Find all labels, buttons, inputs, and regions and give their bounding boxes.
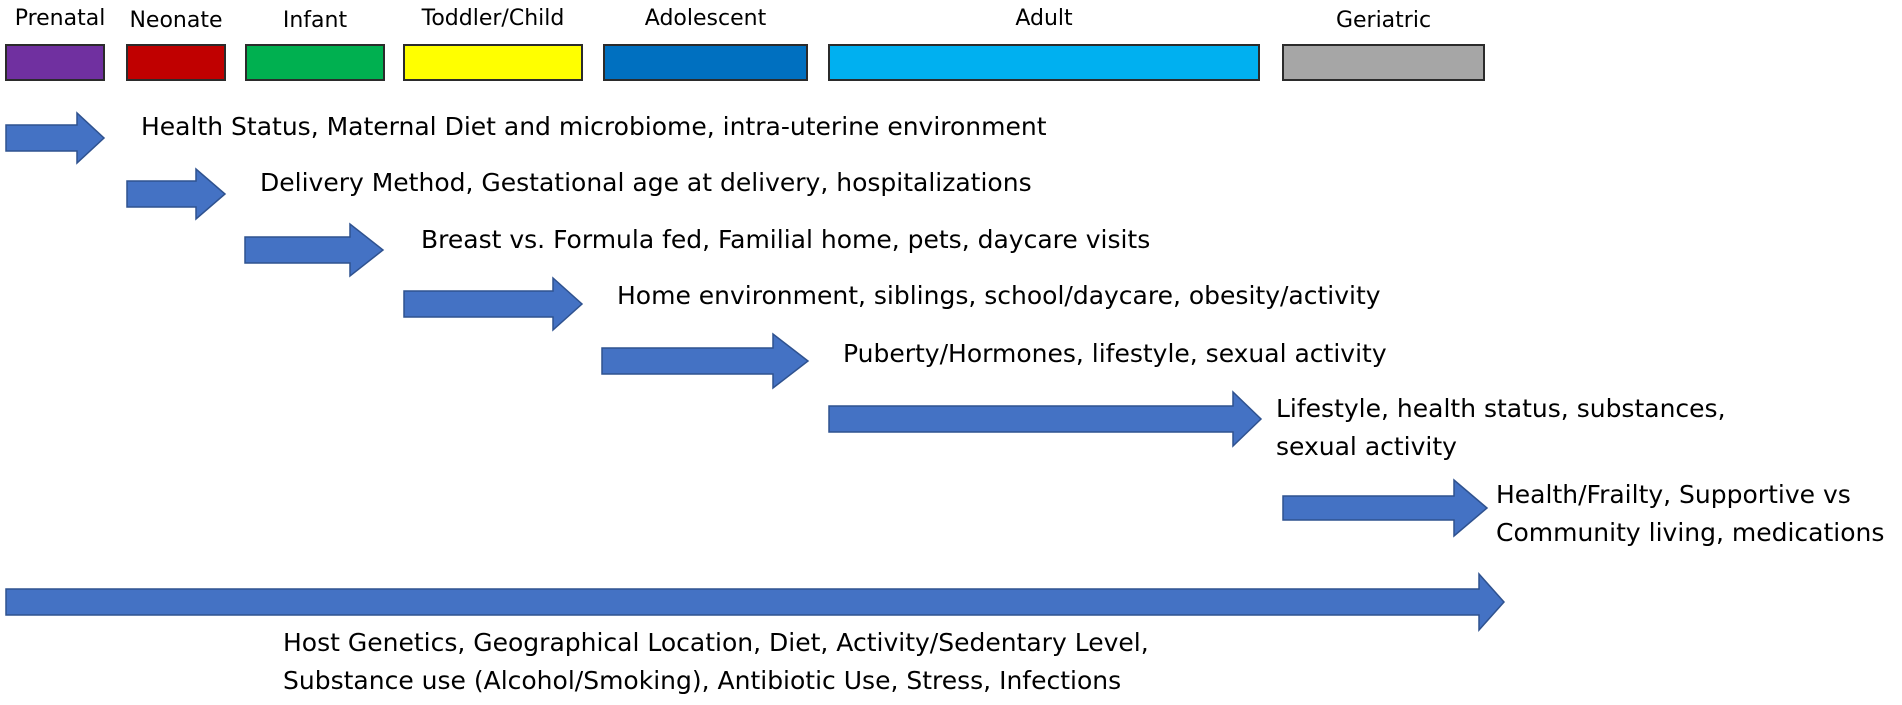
stage-label-prenatal: Prenatal xyxy=(14,6,106,31)
stage-bar-adult xyxy=(828,44,1260,81)
factor-text-adolescent: Puberty/Hormones, lifestyle, sexual acti… xyxy=(843,339,1387,368)
arrow-toddler-child xyxy=(403,276,584,332)
arrow-adolescent xyxy=(601,332,810,390)
factor-text-adult-line1: Lifestyle, health status, substances, xyxy=(1276,394,1726,423)
stage-label-adolescent: Adolescent xyxy=(644,6,767,31)
stage-bar-toddler-child xyxy=(403,44,583,81)
factor-text-lifelong-line1: Host Genetics, Geographical Location, Di… xyxy=(283,628,1149,657)
stage-label-neonate: Neonate xyxy=(129,8,223,33)
stage-label-toddler-child: Toddler/Child xyxy=(421,6,565,31)
arrow-adult xyxy=(828,390,1263,448)
factor-text-infant: Breast vs. Formula fed, Familial home, p… xyxy=(421,225,1151,254)
stage-bar-geriatric xyxy=(1282,44,1485,81)
stage-bar-neonate xyxy=(126,44,226,81)
arrow-neonate xyxy=(126,167,227,221)
factor-text-neonate: Delivery Method, Gestational age at deli… xyxy=(260,168,1032,197)
arrow-lifelong xyxy=(5,572,1506,632)
stage-bar-infant xyxy=(245,44,385,81)
factor-text-geriatric-line2: Community living, medications xyxy=(1496,518,1885,547)
factor-text-prenatal: Health Status, Maternal Diet and microbi… xyxy=(141,112,1047,141)
stage-bar-adolescent xyxy=(603,44,808,81)
stage-label-adult: Adult xyxy=(1015,6,1073,31)
factor-text-toddler-child: Home environment, siblings, school/dayca… xyxy=(617,281,1381,310)
factor-text-adult-line2: sexual activity xyxy=(1276,432,1457,461)
factor-text-lifelong-line2: Substance use (Alcohol/Smoking), Antibio… xyxy=(283,666,1122,695)
arrow-prenatal xyxy=(5,111,106,165)
stage-label-infant: Infant xyxy=(282,8,348,33)
arrow-geriatric xyxy=(1282,478,1489,538)
arrow-infant xyxy=(244,222,385,278)
factor-text-geriatric-line1: Health/Frailty, Supportive vs xyxy=(1496,480,1851,509)
stage-bar-prenatal xyxy=(5,44,105,81)
stage-label-geriatric: Geriatric xyxy=(1335,8,1432,33)
